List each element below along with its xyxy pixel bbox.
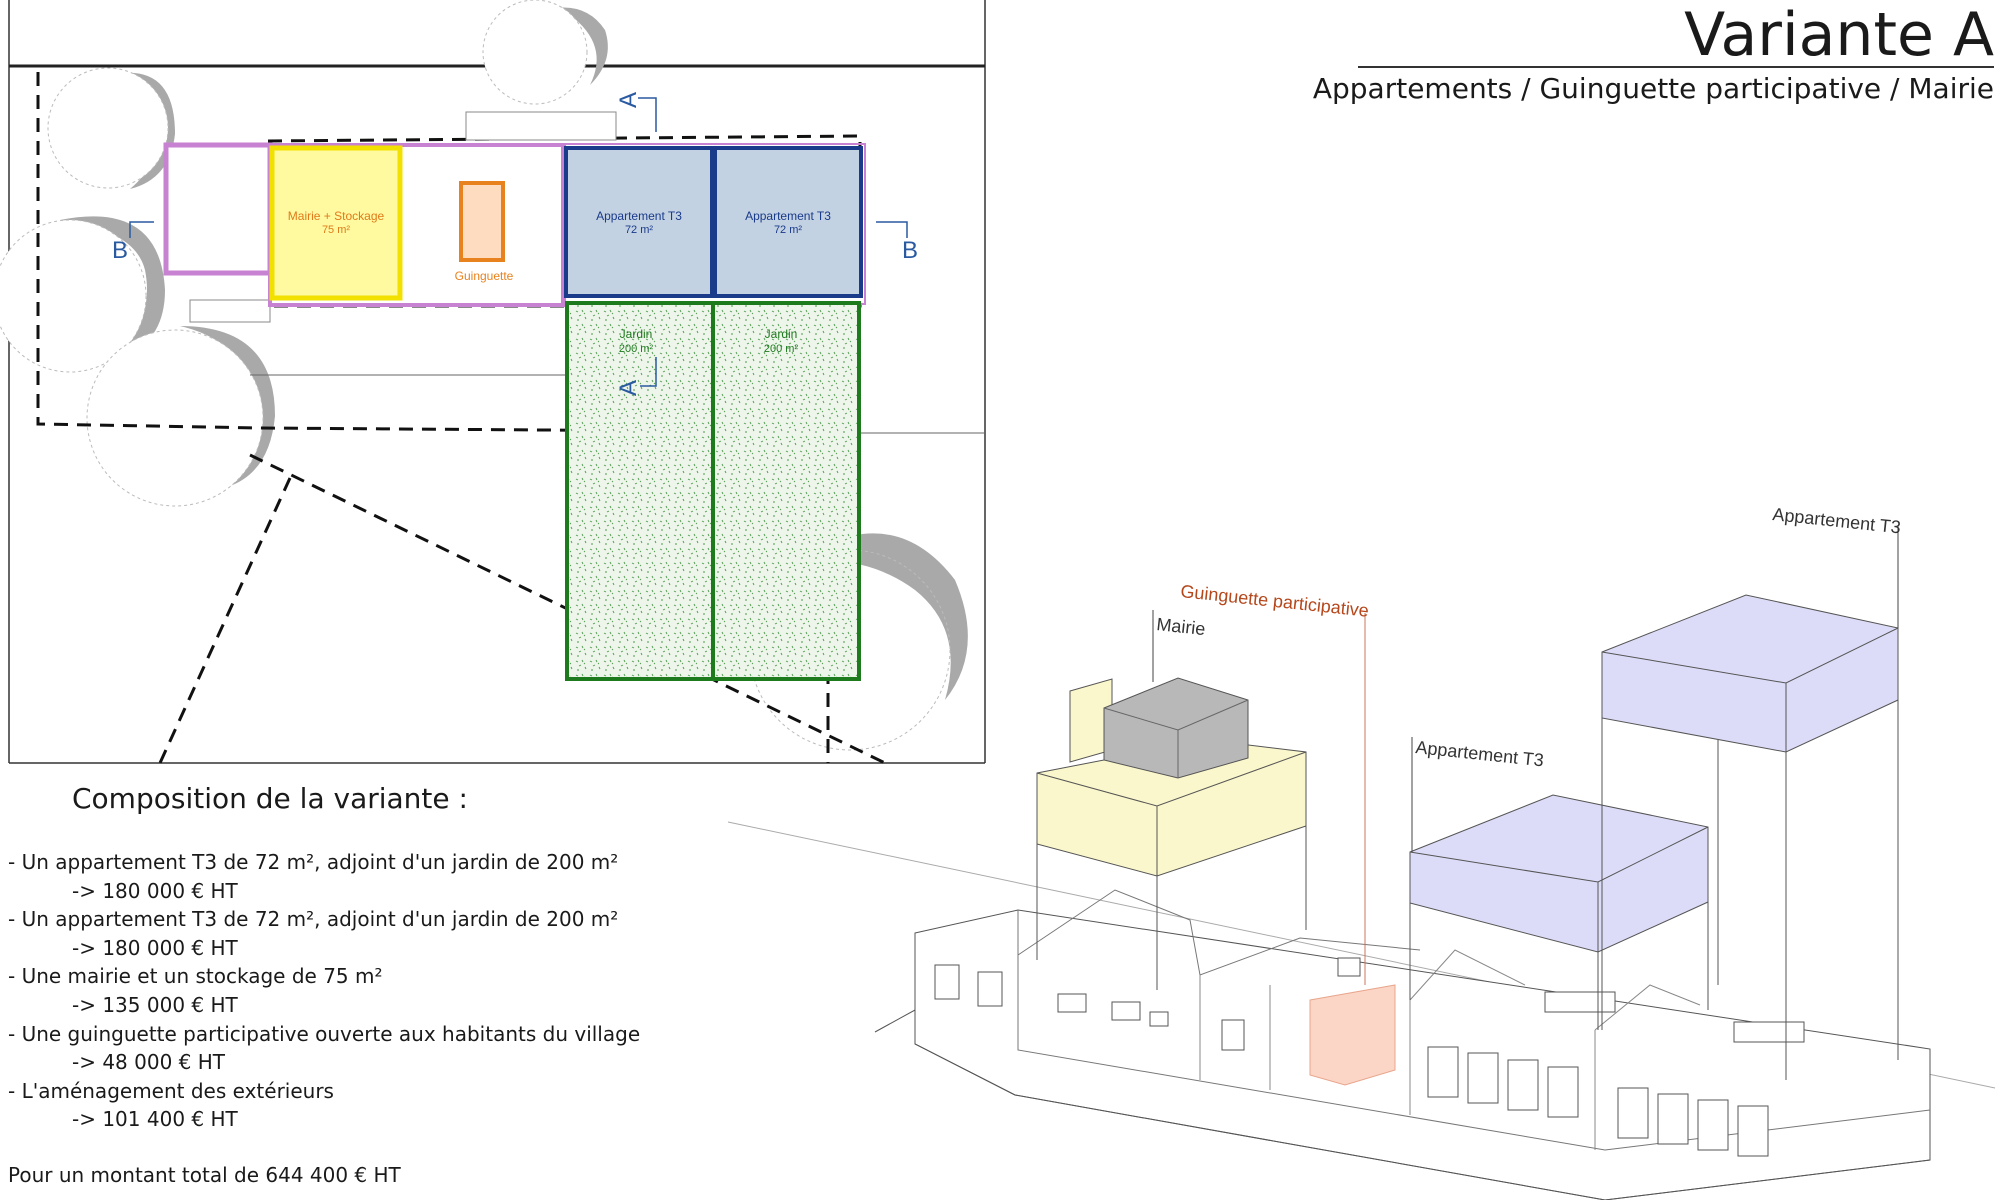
apartment-1-label: Appartement T3 bbox=[596, 209, 682, 223]
left-room bbox=[163, 142, 273, 276]
svg-text:A: A bbox=[615, 92, 642, 108]
apartment-front-volume bbox=[1409, 794, 1709, 953]
axo-label-apartment-front: Appartement T3 bbox=[1415, 737, 1545, 770]
list-item: - Une guinguette participative ouverte a… bbox=[8, 1021, 641, 1075]
guinguette-volume bbox=[1309, 984, 1396, 1086]
apartment-2-label: Appartement T3 bbox=[745, 209, 831, 223]
tree-top-icon bbox=[482, 0, 608, 105]
mairie-roof bbox=[1103, 677, 1249, 779]
total-amount: Pour un montant total de 644 400 € HT bbox=[8, 1163, 401, 1187]
apartment-2-area: 72 m² bbox=[774, 224, 802, 236]
boundary-diagonal-1 bbox=[158, 477, 292, 764]
section-b-left-marker: B bbox=[112, 221, 154, 264]
mairie-room-area: 75 m² bbox=[322, 224, 350, 236]
svg-text:A: A bbox=[615, 380, 642, 396]
page-title: Variante A bbox=[1684, 0, 1994, 70]
list-item: - Un appartement T3 de 72 m², adjoint d'… bbox=[8, 850, 619, 903]
apartment-1-room bbox=[564, 146, 714, 298]
list-item: - Une mairie et un stockage de 75 m² -> … bbox=[8, 964, 383, 1017]
list-item: - Un appartement T3 de 72 m², adjoint d'… bbox=[8, 907, 619, 960]
existing-building bbox=[914, 909, 1931, 1200]
side-path bbox=[189, 299, 271, 323]
apartment-back-volume bbox=[1601, 594, 1899, 753]
garden-2-area: 200 m² bbox=[764, 343, 799, 355]
garden-2 bbox=[711, 301, 861, 681]
tree-left-2-icon bbox=[0, 216, 165, 373]
garden-1-label: Jardin bbox=[620, 327, 653, 341]
svg-text:B: B bbox=[902, 237, 918, 264]
title-divider bbox=[1358, 66, 1994, 68]
mairie-room bbox=[269, 145, 403, 301]
apartment-2-room bbox=[713, 146, 863, 298]
axo-label-guinguette: Guinguette participative bbox=[1180, 581, 1370, 621]
list-item: - L'aménagement des extérieurs -> 101 40… bbox=[8, 1078, 334, 1132]
svg-text:B: B bbox=[112, 237, 128, 264]
section-a-top-marker: A bbox=[615, 92, 657, 132]
tree-left-3-icon bbox=[86, 326, 275, 507]
entrance-step bbox=[465, 111, 617, 141]
axo-label-mairie: Mairie bbox=[1156, 614, 1207, 639]
section-b-right-marker: B bbox=[876, 221, 918, 264]
garden-2-label: Jardin bbox=[765, 327, 798, 341]
composition-title: Composition de la variante : bbox=[72, 782, 468, 815]
tree-left-1-icon bbox=[47, 67, 175, 189]
composition-list: - Un appartement T3 de 72 m², adjoint d'… bbox=[8, 848, 640, 1134]
section-a-bottom-marker: A bbox=[615, 357, 657, 396]
windows bbox=[934, 957, 1805, 1157]
guinguette-label: Guinguette bbox=[455, 269, 514, 283]
page-subtitle: Appartements / Guinguette participative … bbox=[1312, 72, 1994, 105]
axo-label-apartment-back: Appartement T3 bbox=[1772, 504, 1902, 537]
axonometric-view bbox=[727, 525, 1996, 1200]
apartment-1-area: 72 m² bbox=[625, 224, 653, 236]
guinguette-bar bbox=[459, 181, 505, 262]
garden-1 bbox=[565, 301, 715, 681]
garden-1-area: 200 m² bbox=[619, 343, 654, 355]
mairie-room-label: Mairie + Stockage bbox=[288, 209, 385, 223]
